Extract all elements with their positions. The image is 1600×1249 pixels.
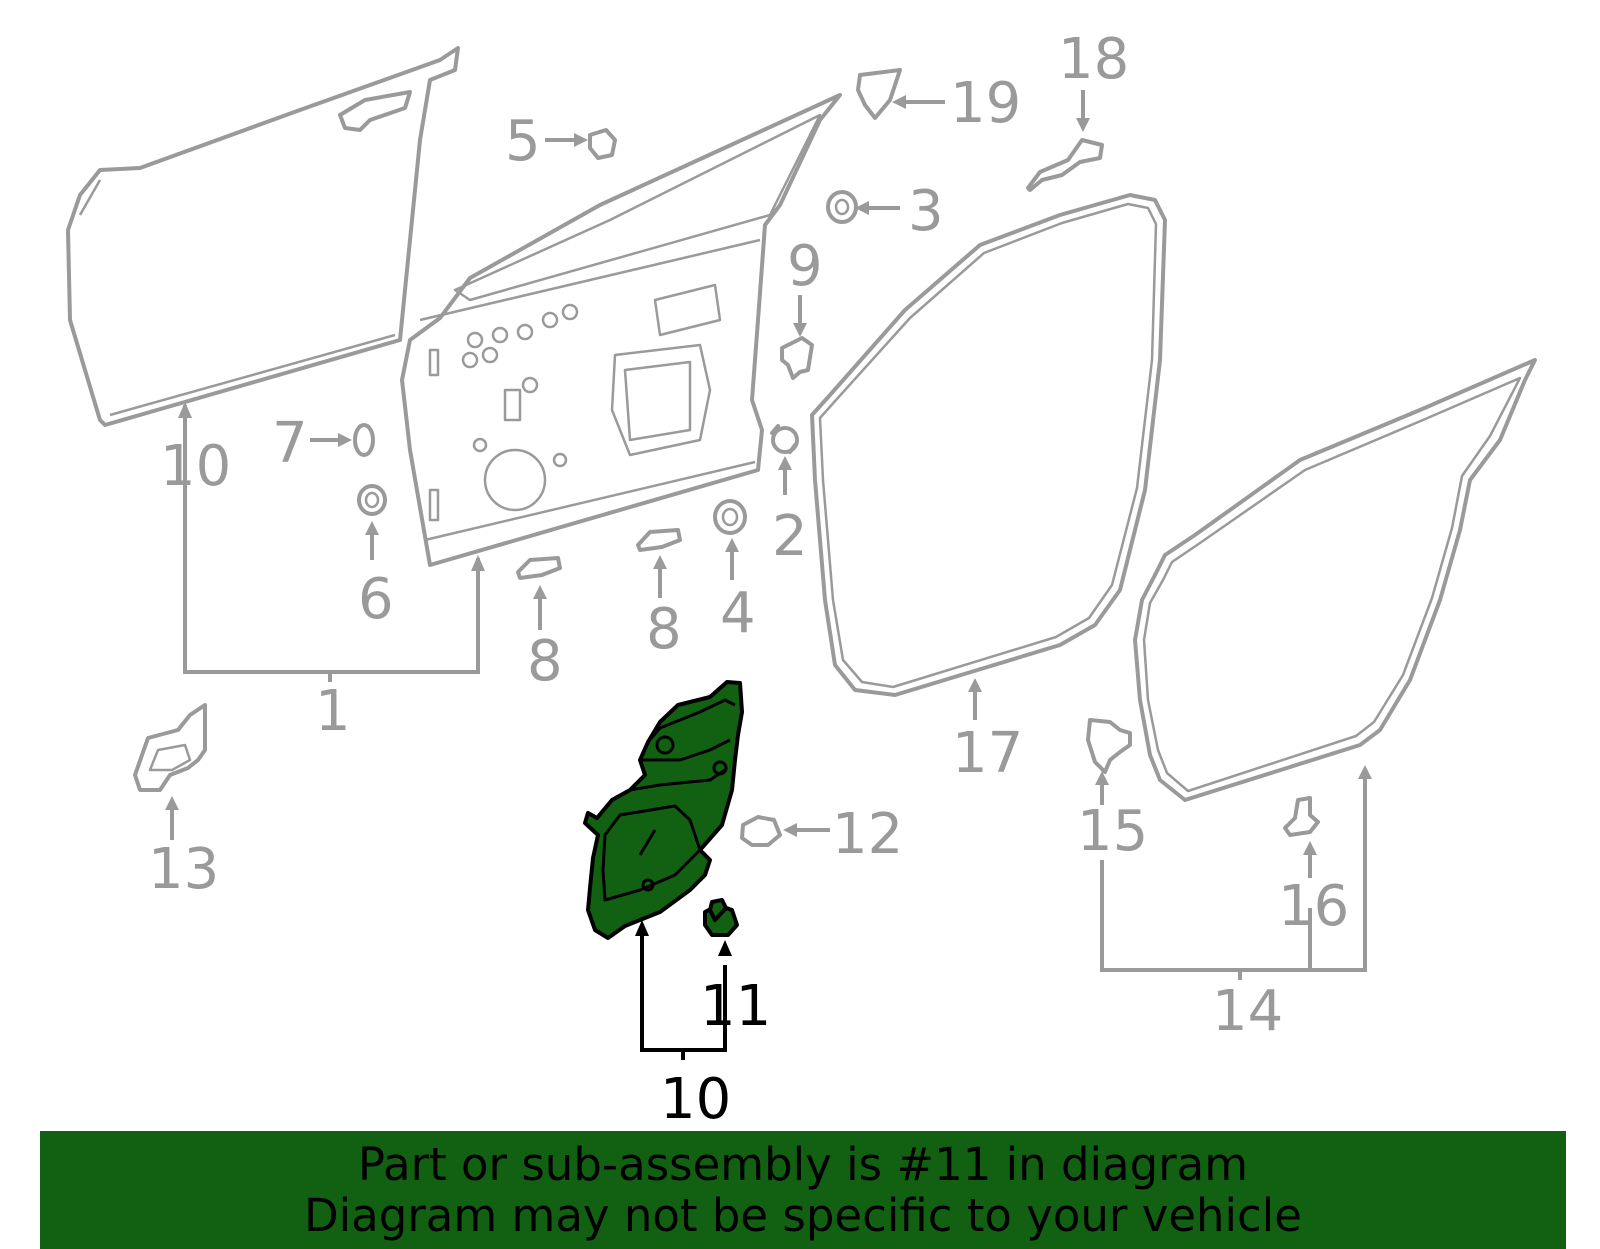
callout-19: 18 xyxy=(1058,27,1129,92)
part-16-clip[interactable] xyxy=(1086,718,1132,805)
part-2-stopper[interactable] xyxy=(770,424,799,495)
callout-8b: 8 xyxy=(646,597,682,662)
callout-14: 13 xyxy=(148,837,219,902)
callout-3: 3 xyxy=(908,179,944,244)
info-banner: Part or sub-assembly is #11 in diagram D… xyxy=(40,1131,1566,1249)
part-12-bolt[interactable] xyxy=(703,898,739,937)
part-10-door-panel[interactable] xyxy=(66,46,460,427)
part-17-clip[interactable] xyxy=(1283,796,1320,878)
callout-7: 7 xyxy=(272,411,308,476)
callout-group-11 xyxy=(635,920,732,1060)
part-20-bracket[interactable] xyxy=(856,68,945,120)
callout-16: 15 xyxy=(1077,799,1148,864)
callout-20: 19 xyxy=(950,71,1021,136)
part-18-weatherstrip[interactable] xyxy=(810,193,1167,720)
banner-line-1: Part or sub-assembly is #11 in diagram xyxy=(357,1138,1249,1191)
callout-8a: 8 xyxy=(527,629,563,694)
callout-11: 10 xyxy=(660,1067,731,1132)
part-13-clip[interactable] xyxy=(740,815,830,847)
part-4-grommet[interactable] xyxy=(713,499,747,580)
part-3-grommet[interactable] xyxy=(826,190,900,224)
callout-12: 11 xyxy=(700,974,771,1039)
part-19-bracket[interactable] xyxy=(1026,90,1104,192)
callout-1: 1 xyxy=(315,679,351,744)
callout-18: 17 xyxy=(952,721,1023,786)
callout-6: 6 xyxy=(358,567,394,632)
banner-line-2: Diagram may not be specific to your vehi… xyxy=(304,1189,1302,1242)
callout-17: 16 xyxy=(1278,874,1349,939)
part-7-plug[interactable] xyxy=(310,423,375,457)
part-6-grommet[interactable] xyxy=(357,484,387,560)
callout-13: 12 xyxy=(832,802,903,867)
callout-10: 10 xyxy=(160,434,231,499)
part-8-clip-a[interactable] xyxy=(516,556,562,630)
part-9-clip[interactable] xyxy=(780,295,814,380)
part-8-clip-b[interactable] xyxy=(636,528,682,598)
callout-4: 4 xyxy=(720,581,756,646)
part-1-door-shell[interactable] xyxy=(400,93,842,567)
callout-9: 9 xyxy=(787,234,823,299)
callout-5: 5 xyxy=(505,109,541,174)
callout-15: 14 xyxy=(1212,979,1283,1044)
part-5-clip[interactable] xyxy=(545,128,617,160)
callout-group-1 xyxy=(178,402,485,682)
part-15-opening-trim[interactable] xyxy=(1100,358,1537,980)
callout-2: 2 xyxy=(772,504,808,569)
part-14-bracket[interactable] xyxy=(133,703,207,840)
part-11-window-regulator[interactable] xyxy=(583,680,744,940)
